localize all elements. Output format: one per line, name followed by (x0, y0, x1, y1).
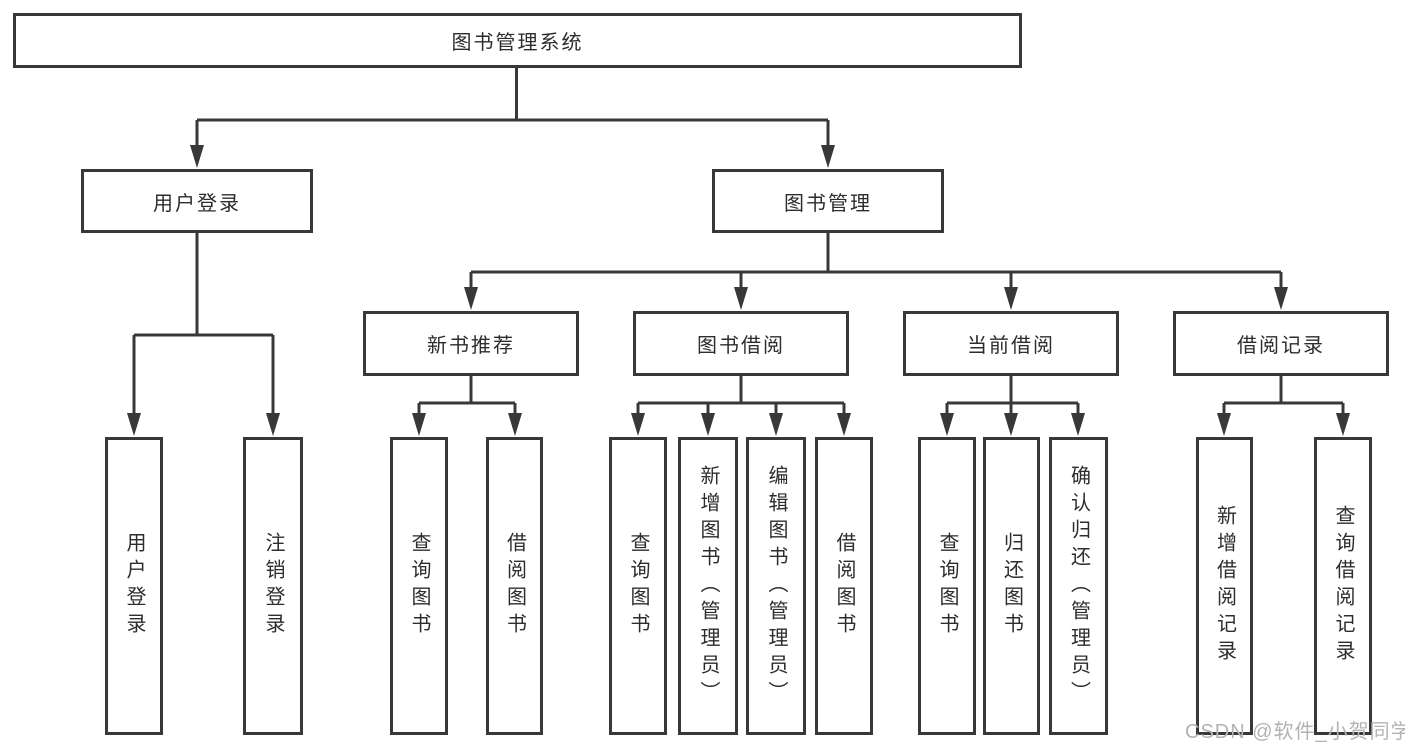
node-library-management-system: 图书管理系统 (13, 13, 1022, 68)
arrow-down-icon (266, 413, 280, 436)
arrow-down-icon (1071, 413, 1085, 436)
node-label: 图书借阅 (697, 335, 785, 357)
leaf-rec-borrow-book: 借阅图书 (486, 437, 543, 735)
node-borrowing-records: 借阅记录 (1173, 311, 1389, 376)
node-label: 新书推荐 (427, 335, 515, 357)
arrow-down-icon (412, 413, 426, 436)
arrow-down-icon (508, 413, 522, 436)
leaf-bb-add-book-admin: 新增图书（管理员） (678, 437, 738, 735)
arrow-down-icon (769, 413, 783, 436)
arrow-down-icon (1274, 287, 1288, 310)
arrow-down-icon (734, 287, 748, 310)
leaf-label: 新增图书（管理员） (697, 464, 719, 708)
connector-book-mgmt-to-level3 (469, 233, 1283, 290)
leaf-br-query-record: 查询借阅记录 (1314, 437, 1372, 735)
leaf-br-add-record: 新增借阅记录 (1196, 437, 1253, 735)
node-label: 借阅记录 (1237, 335, 1325, 357)
leaf-label: 借阅图书 (833, 532, 855, 640)
node-label: 图书管理系统 (451, 32, 584, 54)
arrow-down-icon (1217, 413, 1231, 436)
node-book-management: 图书管理 (712, 169, 944, 233)
node-label: 用户登录 (153, 192, 241, 215)
leaf-bb-query-book: 查询图书 (609, 437, 667, 735)
node-book-borrowing: 图书借阅 (633, 311, 849, 376)
node-current-borrowing: 当前借阅 (903, 311, 1119, 376)
arrow-down-icon (701, 413, 715, 436)
leaf-label: 新增借阅记录 (1213, 505, 1236, 667)
leaf-user-login: 用户登录 (105, 437, 163, 735)
connector-borrow-rec-to-leaves (1222, 376, 1345, 415)
connector-root-to-level2 (195, 68, 830, 150)
leaf-label: 编辑图书（管理员） (765, 464, 787, 708)
connector-new-rec-to-leaves (417, 376, 517, 415)
arrow-down-icon (821, 145, 835, 168)
arrow-down-icon (190, 145, 204, 168)
leaf-label: 借阅图书 (503, 532, 526, 640)
leaf-label: 查询图书 (936, 532, 958, 640)
node-label: 当前借阅 (967, 335, 1055, 357)
node-label: 图书管理 (784, 192, 872, 215)
arrow-down-icon (837, 413, 851, 436)
leaf-label: 查询图书 (408, 532, 430, 640)
connector-book-borrow-to-leaves (636, 376, 846, 415)
leaf-cb-query-book: 查询图书 (918, 437, 976, 735)
leaf-bb-borrow-book: 借阅图书 (815, 437, 873, 735)
leaf-label: 查询图书 (627, 532, 649, 640)
leaf-label: 归还图书 (1000, 532, 1023, 640)
arrow-down-icon (940, 413, 954, 436)
arrow-down-icon (1336, 413, 1350, 436)
leaf-label: 用户登录 (123, 532, 145, 640)
connector-cur-borrow-to-leaves (945, 376, 1080, 415)
node-user-login: 用户登录 (81, 169, 313, 233)
leaf-label: 查询借阅记录 (1332, 505, 1354, 667)
leaf-cb-confirm-return-admin: 确认归还（管理员） (1049, 437, 1108, 735)
arrow-down-icon (464, 287, 478, 310)
node-new-book-recommendation: 新书推荐 (363, 311, 579, 376)
leaf-bb-edit-book-admin: 编辑图书（管理员） (746, 437, 806, 735)
arrow-down-icon (1004, 287, 1018, 310)
arrow-down-icon (127, 413, 141, 436)
leaf-logout: 注销登录 (243, 437, 303, 735)
arrow-down-icon (631, 413, 645, 436)
leaf-rec-query-book: 查询图书 (390, 437, 448, 735)
leaf-label: 确认归还（管理员） (1067, 464, 1090, 708)
arrow-down-icon (1004, 413, 1018, 436)
leaf-label: 注销登录 (262, 532, 284, 640)
csdn-watermark: CSDN @软件_小贺同学 (1185, 721, 1405, 743)
connector-user-login-to-leaves (132, 233, 275, 415)
leaf-cb-return-book: 归还图书 (983, 437, 1040, 735)
